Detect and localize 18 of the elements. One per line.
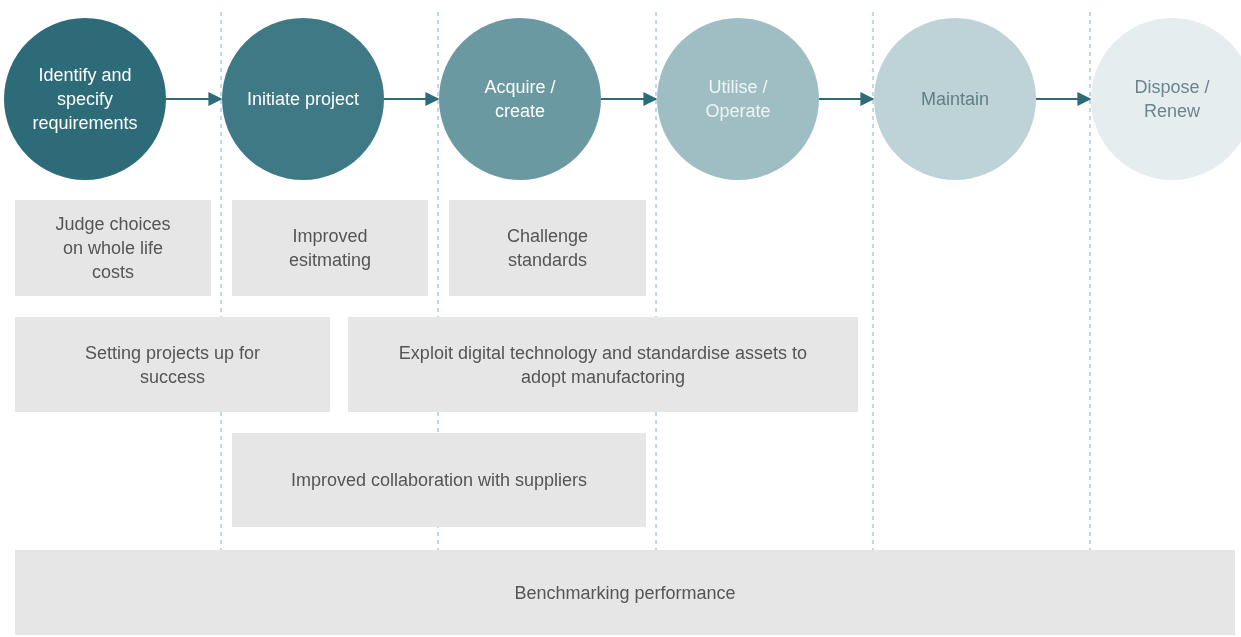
practice-box: Challenge standards (449, 200, 646, 296)
stage-circle: Dispose / Renew (1091, 18, 1241, 180)
arrow (600, 92, 658, 106)
practice-box: Exploit digital technology and standardise assets to adopt manufactoring (348, 317, 858, 412)
stage-circle: Identify and specify requirements (4, 18, 166, 180)
stage-circle: Maintain (874, 18, 1036, 180)
stage-circle: Utilise / Operate (657, 18, 819, 180)
arrow (1035, 92, 1092, 106)
practice-box: Judge choices on whole life costs (15, 200, 211, 296)
stage-circle: Initiate project (222, 18, 384, 180)
arrow (818, 92, 875, 106)
practice-box: Improved collaboration with suppliers (232, 433, 646, 527)
practice-box: Setting projects up for success (15, 317, 330, 412)
arrow (383, 92, 440, 106)
stage-circle: Acquire / create (439, 18, 601, 180)
practice-box: Improved esitmating (232, 200, 428, 296)
practice-box: Benchmarking performance (15, 550, 1235, 635)
arrow (165, 92, 223, 106)
